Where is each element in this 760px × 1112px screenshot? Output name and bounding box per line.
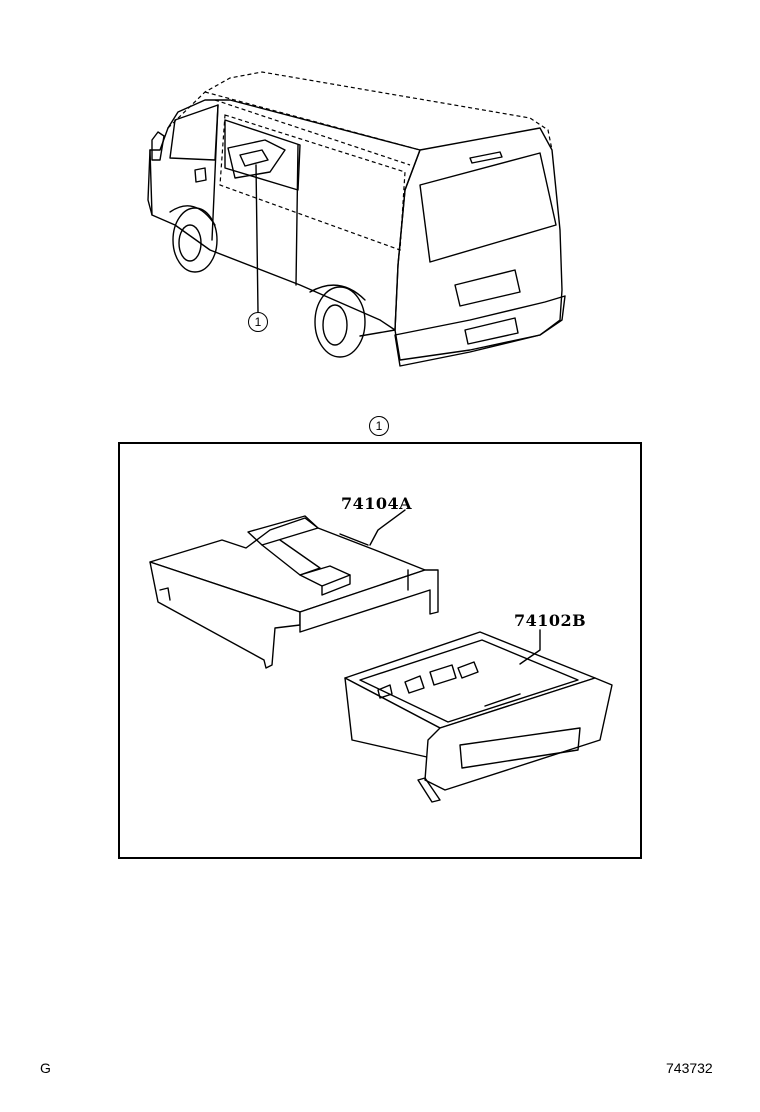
vehicle-callout-1: 1	[248, 312, 268, 332]
part-74104a-housing	[149, 515, 439, 669]
van-body	[147, 71, 566, 367]
leader-74102b	[519, 629, 541, 665]
part-number-74104a: 74104A	[341, 494, 413, 513]
detail-callout-1: 1	[369, 416, 389, 436]
footer-right-code: 743732	[666, 1060, 713, 1076]
part-74102b-drawer	[344, 631, 613, 803]
detail-frame-border	[118, 442, 642, 859]
vehicle-illustration	[147, 71, 566, 367]
part-number-74102b: 74102B	[514, 611, 587, 630]
footer-left-code: G	[40, 1060, 51, 1076]
leader-74104a	[369, 509, 406, 546]
